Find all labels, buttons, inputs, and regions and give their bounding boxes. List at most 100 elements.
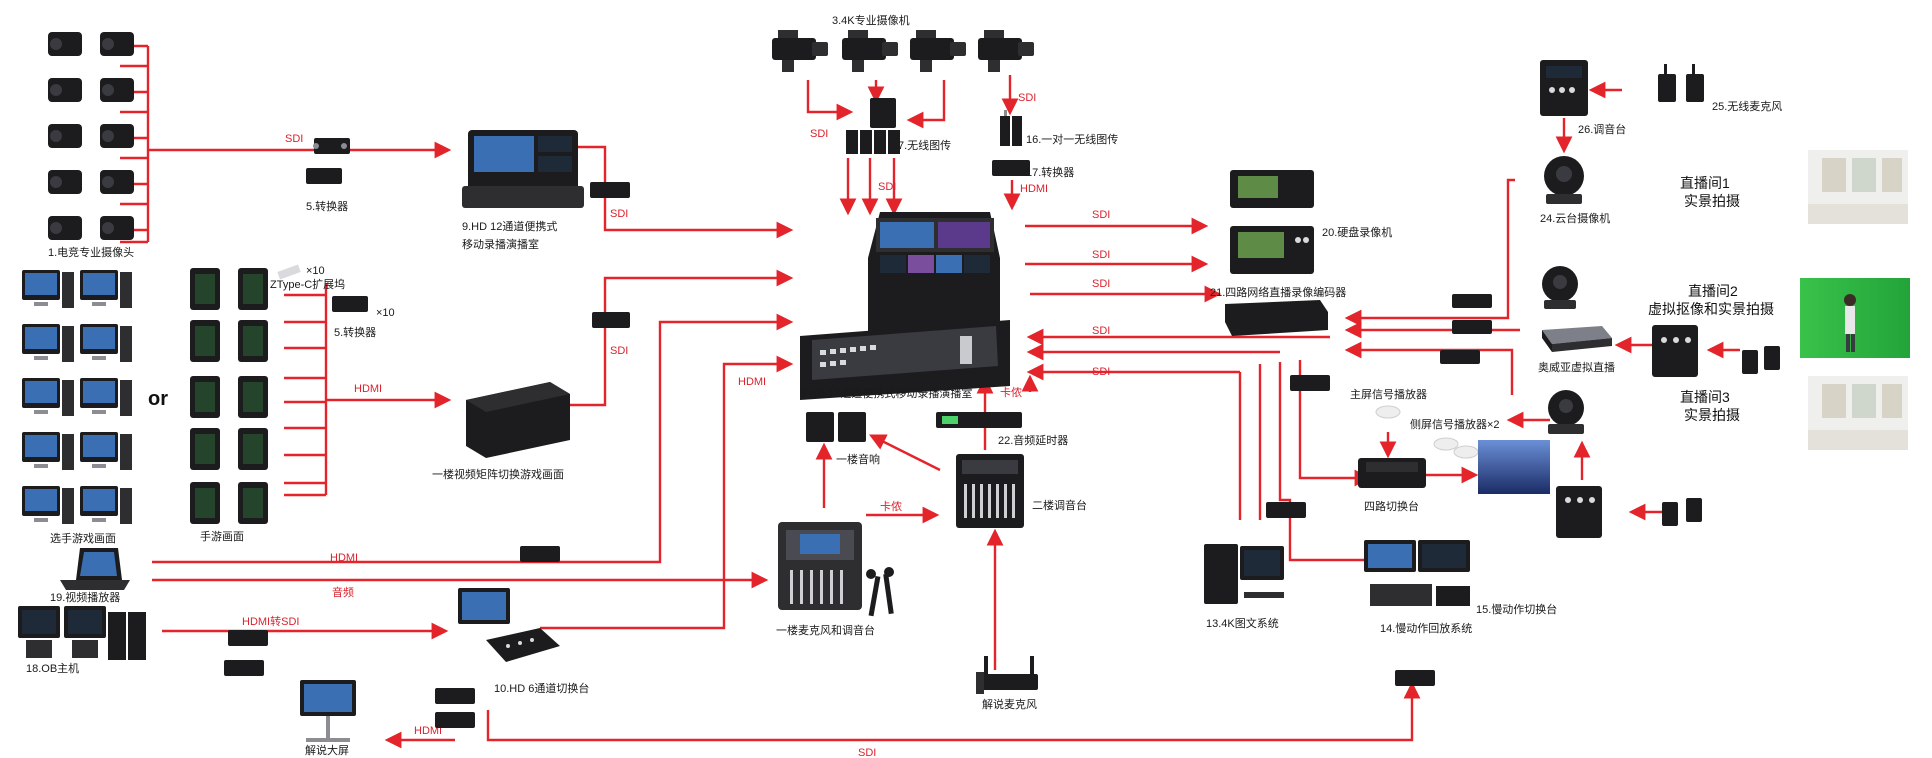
big-screen-icon bbox=[300, 680, 356, 742]
desktop-pc-icon bbox=[22, 432, 74, 470]
webcam-icon bbox=[100, 170, 134, 194]
mixer-26 bbox=[1540, 60, 1588, 116]
webcam-icon bbox=[100, 124, 134, 148]
mixer-console bbox=[1556, 486, 1602, 538]
or-label: or bbox=[148, 388, 168, 410]
desktop-pc-icon bbox=[22, 270, 74, 308]
hd12-main-label: 9.HD 12通道便携式移动录播演播室 bbox=[800, 386, 972, 400]
converter-device bbox=[590, 182, 630, 198]
mixer-console bbox=[778, 522, 862, 610]
sdi-label: SDI bbox=[1092, 209, 1110, 221]
studio1-subtitle: 实景拍摄 bbox=[1684, 193, 1740, 209]
mixer-console bbox=[1652, 325, 1698, 377]
comm-mic-label: 解说麦克风 bbox=[982, 697, 1037, 711]
hdmi-label: HDMI bbox=[354, 383, 382, 395]
phone-icon bbox=[190, 268, 220, 310]
signal-player-icon bbox=[1375, 405, 1479, 459]
mic-mixer1-label: 一楼麦克风和调音台 bbox=[776, 623, 875, 637]
hdmi-label: HDMI bbox=[738, 376, 766, 388]
converter-device bbox=[1266, 294, 1492, 686]
phone-icon bbox=[190, 320, 220, 362]
wireless-mic-label: 25.无线麦克风 bbox=[1712, 99, 1782, 113]
converter-device bbox=[224, 630, 268, 676]
wireless-mic-icon bbox=[1742, 346, 1780, 374]
x10-label: ×10 bbox=[376, 307, 395, 319]
big-screen-label: 解说大屏 bbox=[305, 743, 349, 757]
mixer-console bbox=[956, 454, 1024, 528]
aowei-label: 奥威亚虚拟直播 bbox=[1538, 360, 1615, 374]
4k-cameras bbox=[772, 30, 1034, 72]
hdmi-label: HDMI bbox=[414, 725, 442, 737]
sdi-label: SDI bbox=[610, 345, 628, 357]
phone-icon bbox=[190, 376, 220, 418]
camcorder-icon bbox=[978, 30, 1034, 72]
desktop-pc-icon bbox=[80, 378, 132, 416]
slowmo-system bbox=[1364, 540, 1470, 606]
sdi-label: SDI bbox=[858, 747, 876, 758]
webcam-icon bbox=[48, 170, 82, 194]
player-pcs bbox=[22, 270, 132, 524]
mobile-phones bbox=[190, 268, 268, 524]
webcam-icon bbox=[100, 78, 134, 102]
sdi-label: SDI bbox=[1092, 249, 1110, 261]
studio1-photo bbox=[1808, 150, 1908, 224]
mobile-game-label: 手游画面 bbox=[200, 529, 244, 543]
studio3-photo bbox=[1808, 376, 1908, 450]
kayi-label: 卡侬 bbox=[1000, 386, 1022, 399]
microphone-icon bbox=[866, 567, 894, 617]
hdd-label: 20.硬盘录像机 bbox=[1322, 225, 1392, 239]
camcorder-icon bbox=[842, 30, 898, 72]
studio1-title: 直播间1 bbox=[1680, 175, 1730, 191]
hd12-small-title: 9.HD 12通道便携式 bbox=[462, 219, 557, 233]
ptz-camera-icon bbox=[1542, 266, 1578, 309]
slowmo-sys-label: 14.慢动作回放系统 bbox=[1380, 621, 1472, 635]
graphics-workstation bbox=[1204, 544, 1284, 604]
hd6-switcher bbox=[458, 588, 560, 662]
studio3-title: 直播间3 bbox=[1680, 389, 1730, 405]
desktop-pc-icon bbox=[80, 324, 132, 362]
webcam-icon bbox=[100, 216, 134, 240]
commentator-mic-icon bbox=[976, 656, 1038, 694]
hdmi-to-sdi-label: HDMI转SDI bbox=[242, 614, 299, 628]
quad-switcher-label: 四路切换台 bbox=[1364, 499, 1419, 513]
portable-studio-main bbox=[800, 212, 1010, 400]
desktop-pc-icon bbox=[80, 432, 132, 470]
audio-delay-device bbox=[936, 412, 1022, 428]
desktop-pc-icon bbox=[22, 324, 74, 362]
video-player-label: 19.视频播放器 bbox=[50, 590, 120, 604]
audio-label: 音频 bbox=[332, 585, 354, 599]
ptz-camera-icon bbox=[1544, 156, 1584, 204]
sdi-label: SDI bbox=[285, 133, 303, 145]
connection-lines bbox=[120, 44, 1740, 749]
converter-label: 5.转换器 bbox=[306, 199, 348, 213]
studio2-photo bbox=[1800, 278, 1910, 358]
sdi-label: SDI bbox=[1018, 92, 1036, 104]
camcorder-icon bbox=[910, 30, 966, 72]
sdi-label: SDI bbox=[1092, 278, 1110, 290]
hdd-recorder bbox=[1230, 170, 1314, 274]
converter-device bbox=[435, 688, 475, 728]
phone-icon bbox=[190, 428, 220, 470]
hd12-small-subtitle: 移动录播演播室 bbox=[462, 237, 539, 251]
wireless-transmitter bbox=[1000, 110, 1022, 146]
converter-device bbox=[520, 546, 560, 562]
studio3-subtitle: 实景拍摄 bbox=[1684, 407, 1740, 423]
esports-cams-label: 1.电竞专业摄像头 bbox=[48, 245, 134, 259]
portable-studio-small bbox=[462, 130, 584, 208]
studio2-subtitle: 虚拟抠像和实景拍摄 bbox=[1648, 301, 1774, 317]
desktop-pc-icon bbox=[22, 486, 74, 524]
virtual-studio-device bbox=[1542, 326, 1612, 352]
webcam-icon bbox=[100, 32, 134, 56]
ob-host-pcs bbox=[18, 606, 146, 660]
slowmo-sw-label: 15.慢动作切换台 bbox=[1476, 602, 1557, 616]
kayi-label: 卡侬 bbox=[880, 500, 902, 513]
desktop-pc-icon bbox=[80, 270, 132, 308]
audio-delay-label: 22.音频延时器 bbox=[998, 433, 1068, 447]
converter-device bbox=[592, 312, 630, 328]
wireless-transmitter bbox=[846, 98, 900, 154]
matrix-label: 一楼视频矩阵切换游戏画面 bbox=[432, 467, 564, 481]
wireless-mic-icon bbox=[1658, 64, 1704, 102]
studio2-title: 直播间2 bbox=[1688, 283, 1738, 299]
encoder-device bbox=[1225, 300, 1328, 336]
camcorder-icon bbox=[772, 30, 828, 72]
